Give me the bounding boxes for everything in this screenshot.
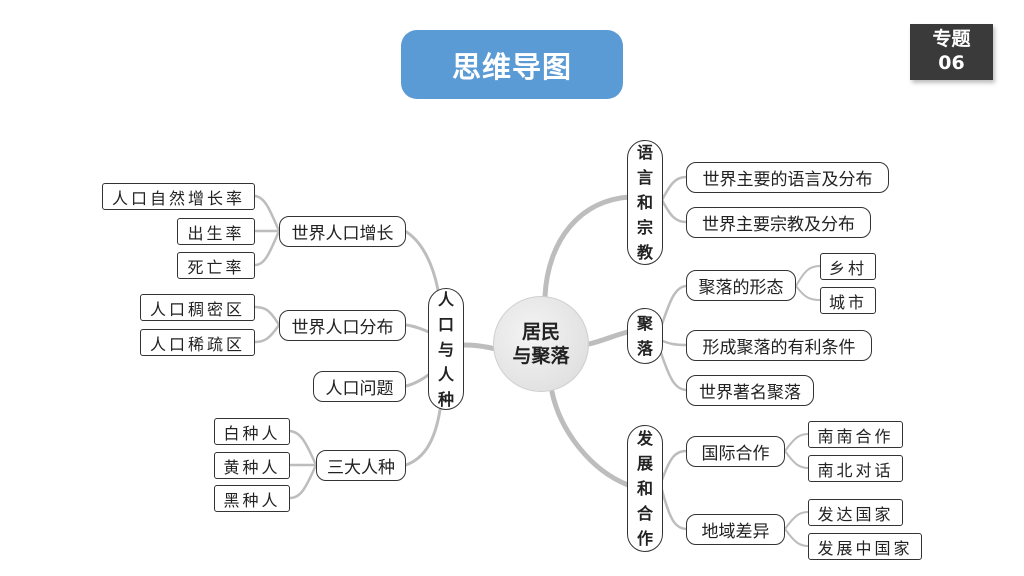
branch-settlements[interactable]: 聚 落 (627, 308, 663, 364)
connector-lang-1 (660, 175, 688, 202)
connector-growth-3 (253, 229, 281, 267)
branch-language-religion[interactable]: 语 言 和 宗 教 (627, 140, 663, 265)
node-population-problems[interactable]: 人口问题 (313, 371, 406, 402)
branch-char: 种 (437, 389, 454, 409)
node-world-languages[interactable]: 世界主要的语言及分布 (686, 162, 889, 193)
connector-form-1 (795, 265, 821, 287)
branch-development-cooperation[interactable]: 发 展 和 合 作 (627, 425, 663, 552)
connector-lang-2 (660, 198, 688, 224)
branch-char: 言 (636, 168, 653, 187)
branch-char: 人 (437, 364, 454, 384)
mindmap-title: 思维导图 (401, 30, 623, 99)
node-north-south[interactable]: 南北对话 (808, 455, 903, 482)
connector-set-3 (658, 348, 688, 392)
node-regional-differences[interactable]: 地域差异 (686, 514, 785, 545)
connector-center-settlement (586, 329, 631, 347)
central-topic-line2: 与聚落 (512, 345, 570, 367)
branch-char: 教 (636, 243, 653, 262)
connector-dist-2 (253, 323, 281, 344)
connector-set-2 (658, 338, 688, 347)
connector-set-1 (658, 284, 688, 332)
branch-char: 发 (636, 429, 653, 448)
connector-form-2 (795, 285, 821, 301)
connector-dev-2 (660, 488, 688, 531)
node-sparse-area[interactable]: 人口稀疏区 (140, 329, 255, 356)
node-world-religions[interactable]: 世界主要宗教及分布 (686, 207, 871, 238)
branch-char: 口 (437, 314, 454, 334)
node-settlement-conditions[interactable]: 形成聚落的有利条件 (686, 330, 872, 361)
branch-char: 和 (636, 193, 653, 212)
node-world-population-distribution[interactable]: 世界人口分布 (279, 310, 406, 341)
connector-left-race (404, 408, 442, 467)
connector-center-lang (542, 194, 633, 299)
branch-char: 落 (636, 339, 653, 358)
central-topic[interactable]: 居民 与聚落 (493, 296, 589, 392)
branch-char: 与 (437, 339, 454, 359)
node-developing-countries[interactable]: 发展中国家 (808, 533, 922, 560)
branch-char: 合 (636, 504, 653, 523)
central-topic-line1: 居民 (521, 321, 560, 343)
connector-growth-1 (253, 194, 281, 233)
node-settlement-forms[interactable]: 聚落的形态 (686, 270, 796, 301)
connector-race-3 (288, 463, 318, 500)
node-three-races[interactable]: 三大人种 (316, 450, 406, 481)
branch-char: 展 (636, 454, 653, 473)
connector-dev-1 (660, 449, 688, 482)
node-village[interactable]: 乡村 (820, 253, 876, 280)
connector-coop-1 (784, 433, 809, 452)
branch-population-race[interactable]: 人 口 与 人 种 (428, 288, 464, 410)
connector-race-1 (288, 429, 318, 467)
node-dense-area[interactable]: 人口稠密区 (140, 294, 255, 321)
branch-char: 宗 (636, 218, 653, 237)
node-developed-countries[interactable]: 发达国家 (808, 499, 903, 526)
node-white-race[interactable]: 白种人 (214, 418, 290, 445)
connector-reg-2 (784, 528, 809, 547)
branch-char: 和 (636, 479, 653, 498)
node-birth-rate[interactable]: 出生率 (177, 218, 255, 245)
node-world-population-growth[interactable]: 世界人口增长 (279, 216, 406, 247)
connector-left-growth (403, 229, 440, 292)
branch-char: 作 (636, 529, 653, 548)
connector-dist-1 (253, 305, 281, 327)
connector-reg-1 (784, 511, 809, 530)
branch-char: 人 (437, 289, 454, 309)
branch-char: 语 (636, 143, 653, 162)
connector-coop-2 (784, 450, 809, 469)
node-black-race[interactable]: 黑种人 (214, 485, 290, 512)
node-south-south[interactable]: 南南合作 (808, 421, 903, 448)
badge-number: 06 (938, 52, 965, 74)
node-yellow-race[interactable]: 黄种人 (214, 452, 290, 479)
node-famous-settlements[interactable]: 世界著名聚落 (686, 375, 814, 406)
badge-label: 专题 (932, 28, 971, 50)
node-natural-growth-rate[interactable]: 人口自然增长率 (102, 183, 255, 210)
node-city[interactable]: 城市 (820, 287, 876, 314)
branch-char: 聚 (636, 314, 653, 333)
node-death-rate[interactable]: 死亡率 (177, 252, 255, 279)
topic-badge: 专题 06 (910, 24, 993, 80)
node-international-cooperation[interactable]: 国际合作 (686, 436, 785, 467)
connector-center-development (549, 389, 631, 488)
